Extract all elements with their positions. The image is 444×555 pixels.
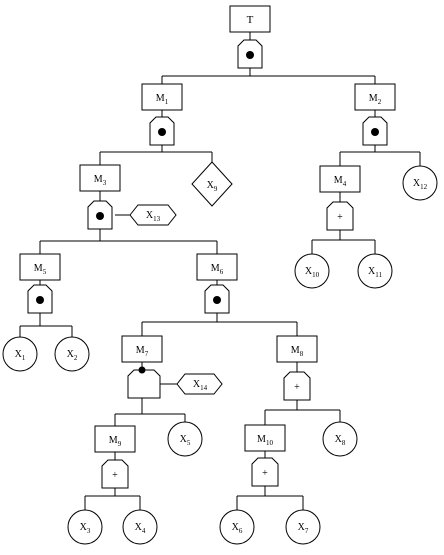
event-m5: M5: [19, 253, 61, 281]
or-gate-m4-symbol: +: [337, 212, 343, 223]
svg-text:M8: M8: [291, 345, 304, 358]
svg-text:X1: X1: [15, 349, 26, 362]
svg-text:X11: X11: [368, 266, 382, 279]
event-m1: M1: [141, 83, 183, 111]
event-m9: M9: [94, 425, 136, 453]
svg-text:X7: X7: [298, 522, 309, 535]
and-gate-t: [237, 39, 263, 69]
svg-text:M4: M4: [334, 175, 347, 188]
basic-event-x7: X7: [285, 509, 321, 545]
svg-text:M9: M9: [109, 435, 122, 448]
basic-event-x1: X1: [2, 336, 38, 372]
or-gate-m9-symbol: +: [112, 470, 118, 481]
svg-text:X3: X3: [80, 522, 91, 535]
top-event: T: [229, 5, 271, 33]
svg-text:M2: M2: [369, 93, 382, 106]
event-m4: M4: [319, 165, 361, 193]
svg-text:M10: M10: [257, 434, 273, 447]
or-gate-m10-symbol: +: [262, 468, 268, 479]
or-gate-m10: +: [251, 457, 279, 487]
and-gate-m6: [204, 284, 230, 314]
event-m8: M8: [276, 335, 318, 363]
svg-text:X8: X8: [335, 434, 346, 447]
svg-text:X14: X14: [193, 379, 208, 392]
svg-text:M7: M7: [136, 345, 149, 358]
basic-event-x11: X11: [357, 253, 393, 289]
basic-event-x6: X6: [219, 509, 255, 545]
or-gate-m8: +: [283, 371, 311, 401]
basic-event-x3: X3: [67, 509, 103, 545]
and-gate-m5: [27, 284, 53, 314]
or-gate-m8-symbol: +: [294, 382, 300, 393]
connectors: [19, 32, 421, 510]
svg-text:X6: X6: [232, 522, 243, 535]
or-gate-m9: +: [101, 459, 129, 489]
svg-text:X9: X9: [207, 180, 218, 193]
event-m3: M3: [79, 164, 121, 192]
svg-text:X2: X2: [67, 349, 78, 362]
house-event-x13: X13: [129, 204, 177, 226]
house-event-x14: X14: [176, 373, 223, 395]
svg-text:X4: X4: [135, 522, 146, 535]
svg-text:M3: M3: [94, 174, 107, 187]
basic-event-x10: X10: [294, 253, 330, 289]
undeveloped-event-x9: X9: [191, 161, 233, 207]
event-m6: M6: [196, 253, 238, 281]
basic-event-x12: X12: [402, 165, 438, 201]
svg-text:X10: X10: [305, 266, 320, 279]
svg-text:M5: M5: [34, 263, 47, 276]
svg-text:X12: X12: [413, 178, 428, 191]
priority-and-gate-m7: [127, 366, 161, 399]
svg-text:M1: M1: [156, 93, 169, 106]
svg-text:X5: X5: [180, 434, 191, 447]
event-m7: M7: [121, 335, 163, 363]
top-event-label: T: [247, 14, 254, 26]
and-gate-m3: [87, 200, 113, 230]
basic-event-x4: X4: [122, 509, 158, 545]
svg-text:M6: M6: [211, 263, 224, 276]
event-m10: M10: [244, 424, 286, 452]
basic-event-x5: X5: [167, 421, 203, 457]
or-gate-m4: +: [326, 201, 354, 231]
and-gate-m1: [149, 116, 175, 146]
basic-event-x8: X8: [322, 421, 358, 457]
and-gate-m2: [362, 116, 388, 146]
svg-text:X13: X13: [146, 210, 161, 223]
event-m2: M2: [354, 83, 396, 111]
basic-event-x2: X2: [54, 336, 90, 372]
